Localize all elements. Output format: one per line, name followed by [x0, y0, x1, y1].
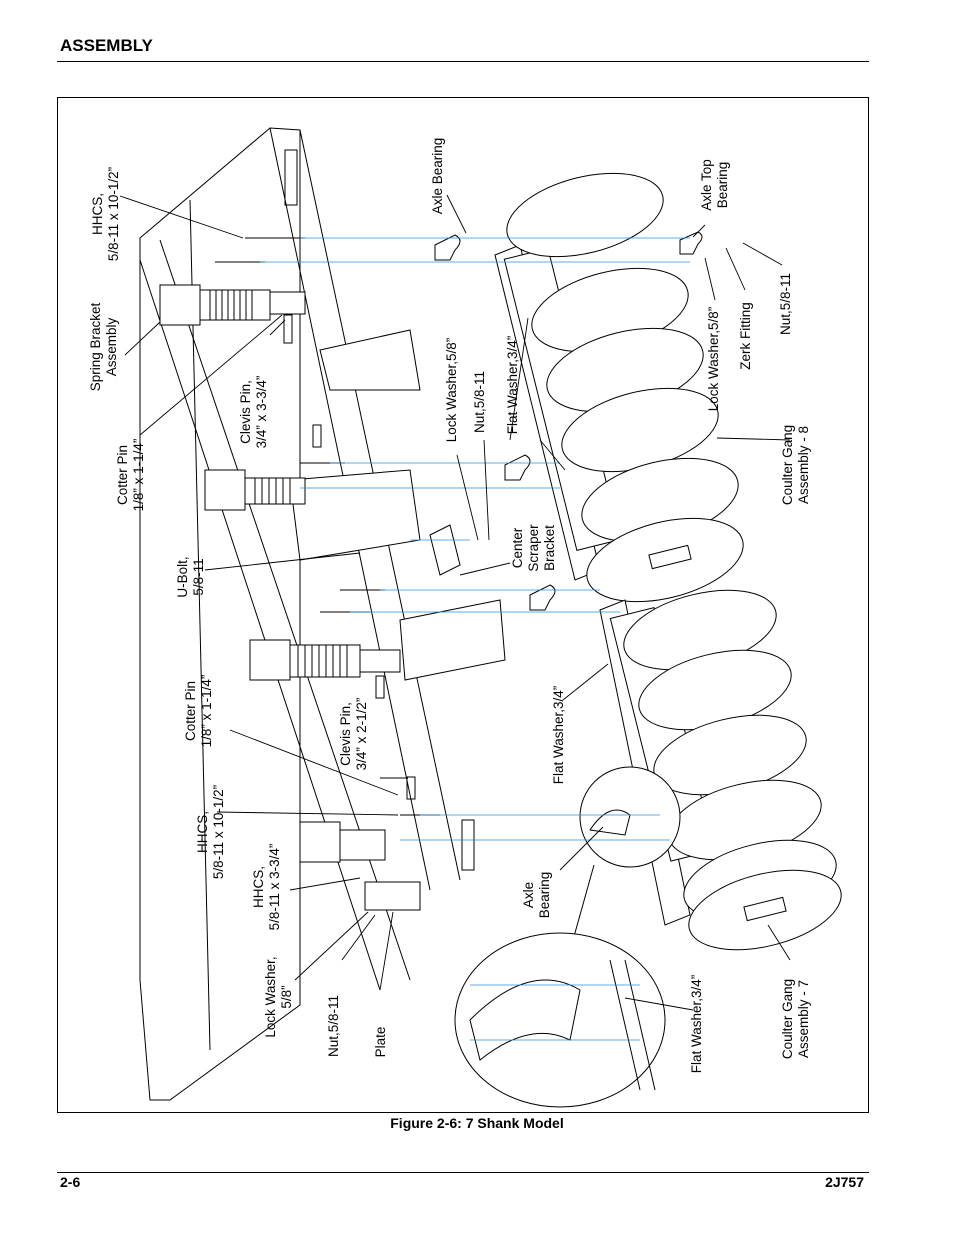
label-flat-washer-low: Flat Washer,3/4” [689, 974, 704, 1074]
spring-bracket-2 [204, 469, 306, 511]
bearings [429, 231, 703, 611]
label-nut-low: Nut,5/8-11 [326, 994, 341, 1058]
leader-lines [119, 194, 791, 1011]
header-rule [57, 61, 869, 62]
toolbar-frame [139, 127, 506, 1101]
coulter-gang-7-drawing [599, 589, 842, 951]
label-u-bolt: U-Bolt,5/8-11 [175, 556, 206, 598]
footer-rule [57, 1172, 869, 1173]
spring-bracket-3 [249, 639, 401, 681]
label-axle-bearing-top: Axle Bearing [430, 137, 445, 215]
spring-bracket-4 [299, 821, 421, 911]
label-clevis-pin-mid: Clevis Pin,3/4” x 2-1/2” [338, 697, 369, 771]
coulter-gang-8-drawing [494, 172, 744, 603]
page-number: 2-6 [60, 1174, 81, 1190]
label-lock-washer-mid: Lock Washer,5/8” [444, 337, 459, 443]
label-hhcs-low: HHCS,5/8-11 x 3-3/4” [251, 843, 282, 931]
label-plate: Plate [373, 1026, 388, 1058]
alignment-lines [260, 237, 690, 1041]
spring-bracket-1 [159, 284, 306, 326]
document-id: 2J757 [825, 1174, 864, 1190]
label-nut-right: Nut,5/8-11 [778, 272, 793, 336]
label-flat-washer-top: Flat Washer,3/4” [505, 335, 520, 435]
label-hhcs-top: HHCS,5/8-11 x 10-1/2” [90, 166, 121, 262]
section-header: ASSEMBLY [60, 36, 153, 55]
label-lock-washer-right: Lock Washer,5/8” [706, 306, 721, 412]
detail-magnifier [454, 766, 681, 1108]
label-hhcs-mid: HHCS,5/8-11 x 10-1/2” [195, 784, 226, 880]
label-zerk-fitting: Zerk Fitting [738, 302, 753, 370]
label-flat-washer-mid: Flat Washer,3/4” [551, 685, 566, 785]
figure-caption: Figure 2-6: 7 Shank Model [390, 1115, 564, 1131]
label-nut-mid: Nut,5/8-11 [472, 370, 487, 434]
label-clevis-pin-top: Clevis Pin,3/4” x 3-3/4” [238, 375, 269, 449]
label-lock-washer-low: Lock Washer,5/8” [263, 956, 294, 1038]
